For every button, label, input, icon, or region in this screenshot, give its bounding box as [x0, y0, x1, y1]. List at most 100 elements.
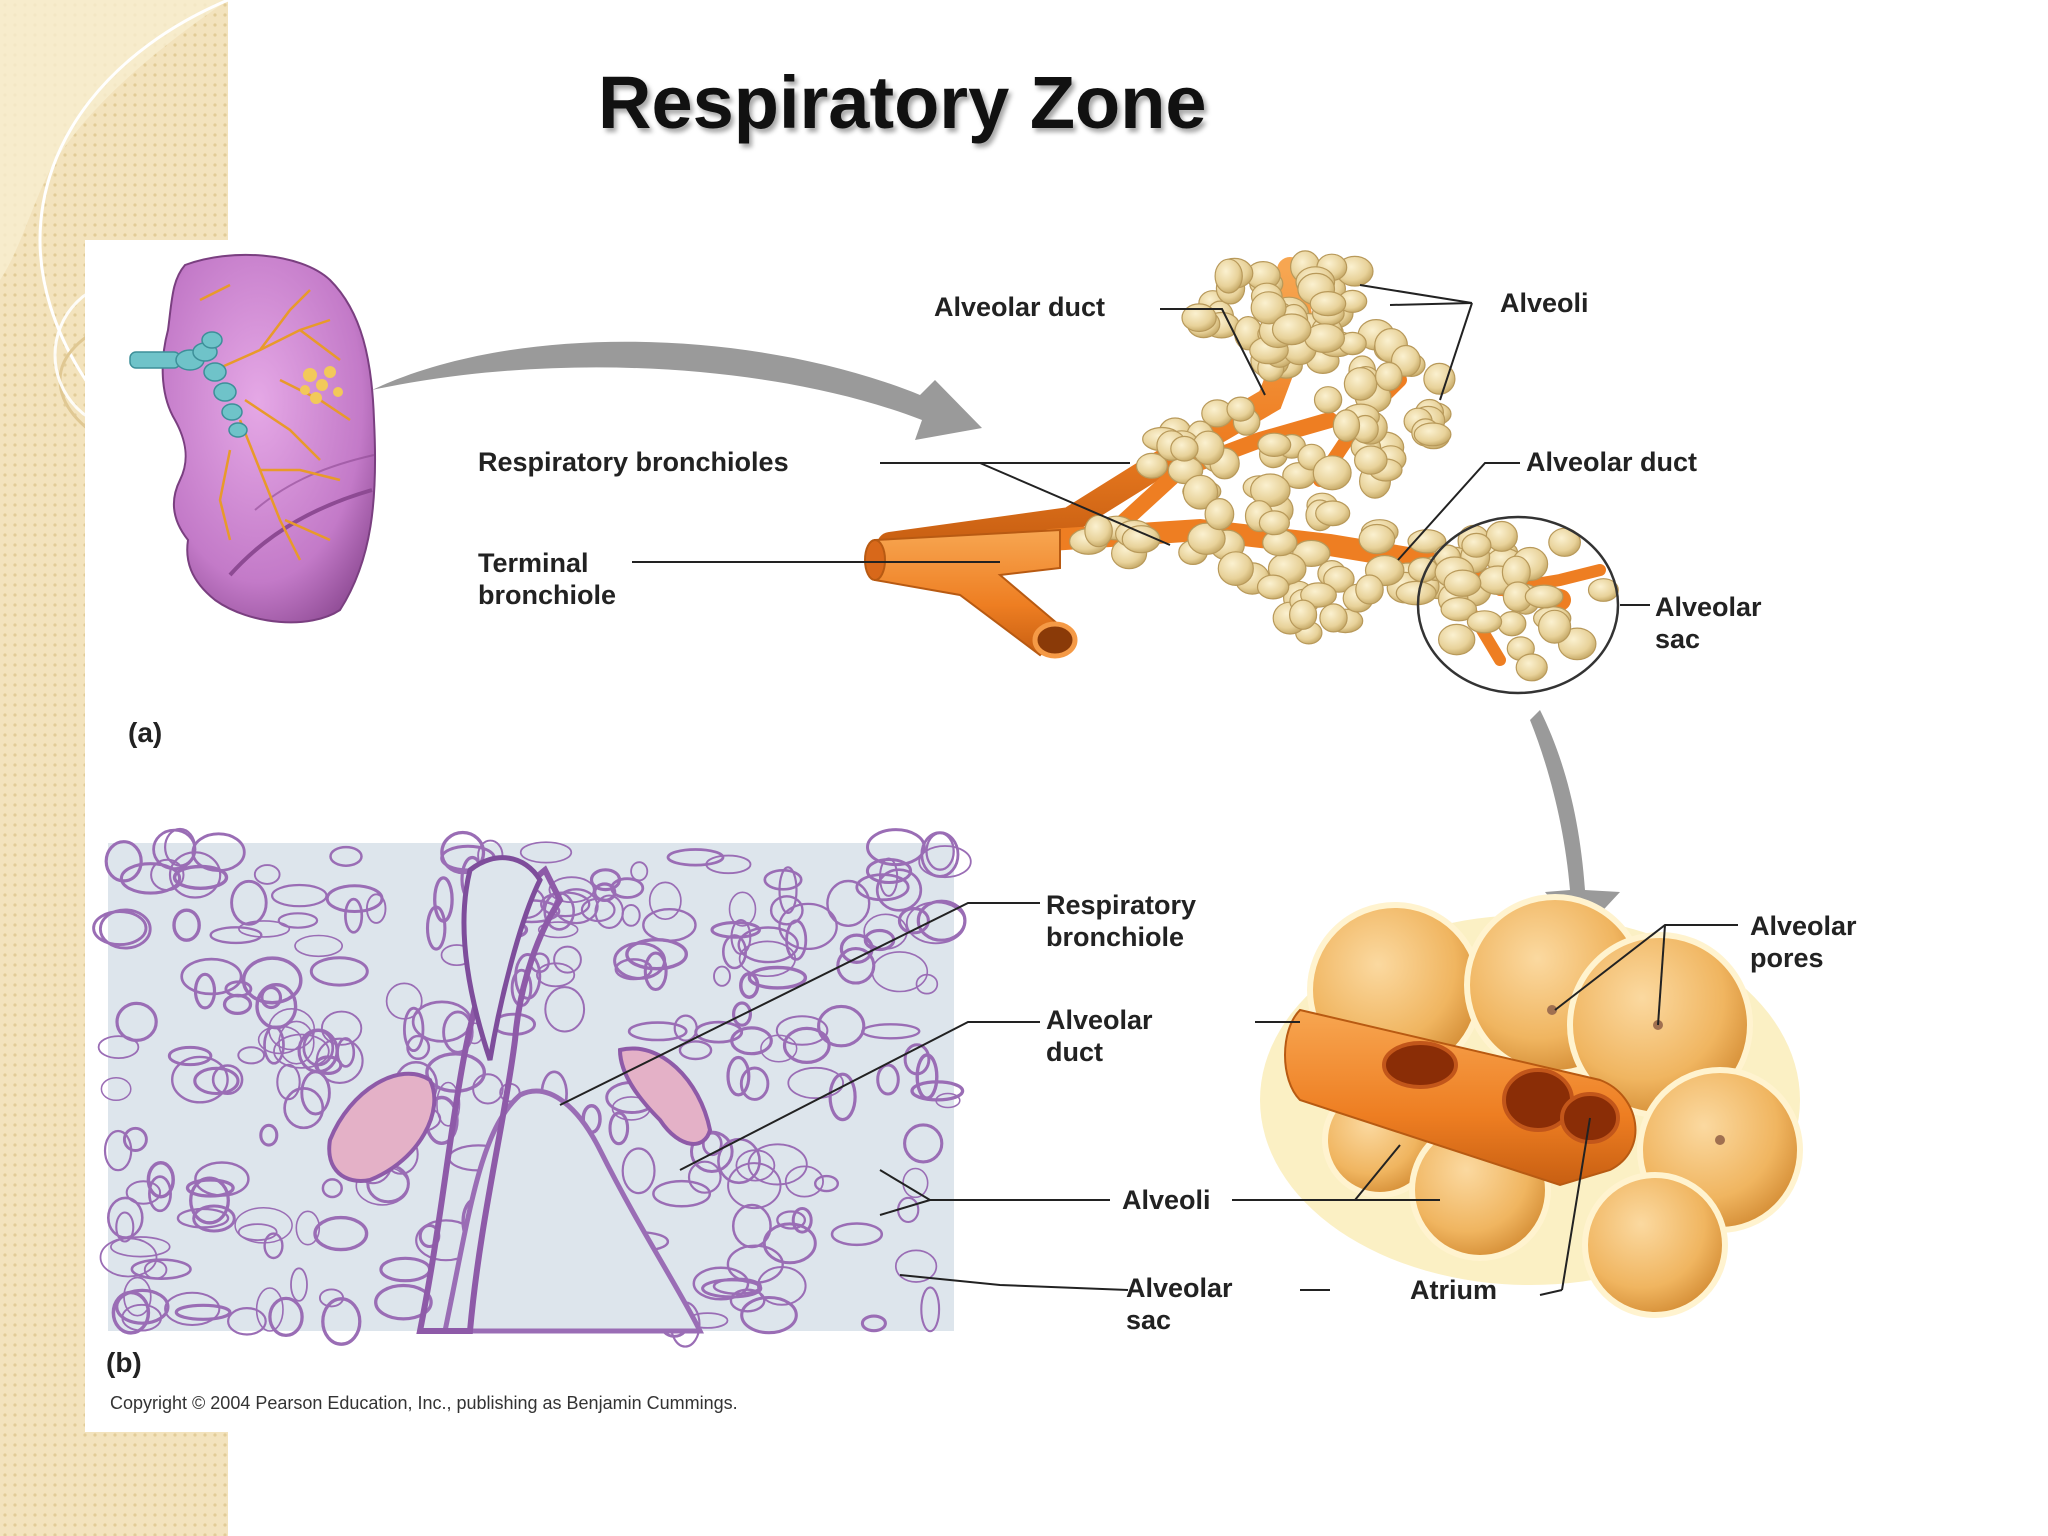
tissue-cell — [321, 1178, 343, 1199]
tissue-cell — [910, 1080, 965, 1102]
tissue-cell — [757, 1266, 807, 1306]
tissue-cell — [775, 1015, 829, 1046]
tissue-cell — [365, 893, 387, 924]
label-alveolar-duct-top: Alveolar duct — [934, 292, 1106, 322]
tissue-cell — [735, 1149, 776, 1182]
alveolus — [1497, 611, 1527, 637]
alveolus — [1355, 574, 1384, 605]
alveolus — [1323, 565, 1355, 593]
alveolus — [1461, 532, 1492, 558]
alveolus — [1313, 386, 1343, 414]
bronchial-tree — [864, 250, 1619, 682]
tissue-cell — [673, 1014, 698, 1042]
alveolus — [1170, 435, 1199, 462]
tissue-cell — [148, 1175, 172, 1213]
tissue-cell — [787, 1066, 844, 1100]
tissue-cell — [122, 1126, 148, 1152]
tissue-cell — [276, 1063, 301, 1101]
alveolus — [1135, 452, 1168, 479]
alveolus — [1214, 258, 1243, 294]
tissue-cell — [125, 1180, 162, 1205]
tissue-cell — [472, 1073, 504, 1105]
tissue-cell — [193, 972, 217, 1010]
label-alveolar-duct-b-line1: Alveolar — [1046, 1005, 1153, 1035]
tissue-cell — [230, 879, 268, 926]
tissue-cell — [903, 1123, 944, 1164]
tissue-cell — [320, 1010, 363, 1046]
tissue-cell — [318, 1288, 345, 1308]
tissue-cell — [778, 866, 798, 914]
tissue-cell — [747, 965, 808, 990]
tissue-cell — [784, 1165, 825, 1198]
tissue-cell — [115, 1288, 170, 1325]
tissue-cell — [692, 1266, 750, 1301]
alveolus — [1288, 599, 1318, 630]
tissue-cell — [666, 848, 725, 867]
tissue-cell — [608, 1111, 630, 1146]
tissue-cell — [747, 1143, 808, 1186]
tissue-cell — [726, 1055, 751, 1097]
tissue-cell — [642, 908, 697, 943]
panel-label-b: (b) — [106, 1347, 142, 1378]
tissue-cell — [894, 1249, 938, 1283]
alveolus — [1271, 313, 1312, 346]
tissue-cell — [103, 1129, 133, 1172]
tissue-cell — [627, 1021, 688, 1042]
tissue-cell — [791, 1207, 813, 1234]
tissue-cell — [730, 918, 752, 956]
zoom-arrow-top — [372, 341, 982, 440]
tissue-cell — [876, 1063, 900, 1096]
lung-illustration — [129, 253, 377, 624]
alveolus — [1226, 396, 1255, 422]
tissue-cell — [593, 882, 617, 902]
label-alveolar-sac-b-line1: Alveolar — [1126, 1273, 1233, 1303]
tissue-cell — [865, 858, 913, 884]
alveolus — [1315, 500, 1351, 527]
alveolus — [1257, 432, 1292, 457]
tissue-cell — [180, 957, 243, 996]
tissue-cell — [260, 985, 283, 1010]
tissue-cell — [621, 1147, 656, 1195]
alveolus — [1395, 580, 1437, 606]
tissue-cell — [238, 920, 291, 938]
label-alveoli-top: Alveoli — [1500, 288, 1589, 318]
tissue-cell — [776, 1210, 807, 1230]
tissue-cell — [329, 845, 363, 867]
tissue-cell — [119, 862, 182, 895]
alveolus — [1466, 610, 1503, 634]
tissue-cell — [860, 1314, 887, 1333]
tissue-cell — [728, 891, 757, 927]
alveolus — [1181, 303, 1217, 333]
tissue-cell — [115, 1001, 158, 1043]
tissue-cell — [648, 881, 682, 921]
copyright-notice: Copyright © 2004 Pearson Education, Inc.… — [110, 1393, 738, 1413]
alveolus — [1250, 291, 1287, 325]
alveolus — [1443, 569, 1482, 597]
tissue-cell — [222, 993, 253, 1016]
tissue-cell — [866, 828, 926, 867]
alveolus — [1312, 455, 1352, 491]
alveolus — [1256, 574, 1290, 600]
alveolus — [1187, 522, 1226, 556]
alveolus — [1300, 582, 1337, 608]
tissue-cell — [540, 891, 591, 918]
tissue-cell — [727, 1162, 782, 1210]
label-alveoli-b: Alveoli — [1122, 1185, 1211, 1215]
tissue-cell — [643, 951, 668, 992]
tissue-cell — [782, 1026, 831, 1065]
tissue-cell — [769, 895, 804, 926]
tissue-cell — [174, 1303, 232, 1321]
tissue-cell — [115, 1211, 135, 1243]
tissue-cell — [374, 1283, 433, 1321]
tissue-cell — [193, 1066, 240, 1096]
tissue-cell — [726, 1244, 784, 1284]
tissue-cell — [739, 972, 760, 999]
label-terminal-bronchiole-line1: Terminal — [478, 548, 589, 578]
label-alveolar-pores-line1: Alveolar — [1750, 911, 1857, 941]
tissue-cell — [209, 926, 263, 945]
tissue-cell — [283, 1087, 325, 1130]
tissue-cell — [237, 1223, 278, 1241]
tissue-cell — [652, 1179, 712, 1208]
label-alveolar-sac-top-line1: Alveolar — [1655, 592, 1762, 622]
